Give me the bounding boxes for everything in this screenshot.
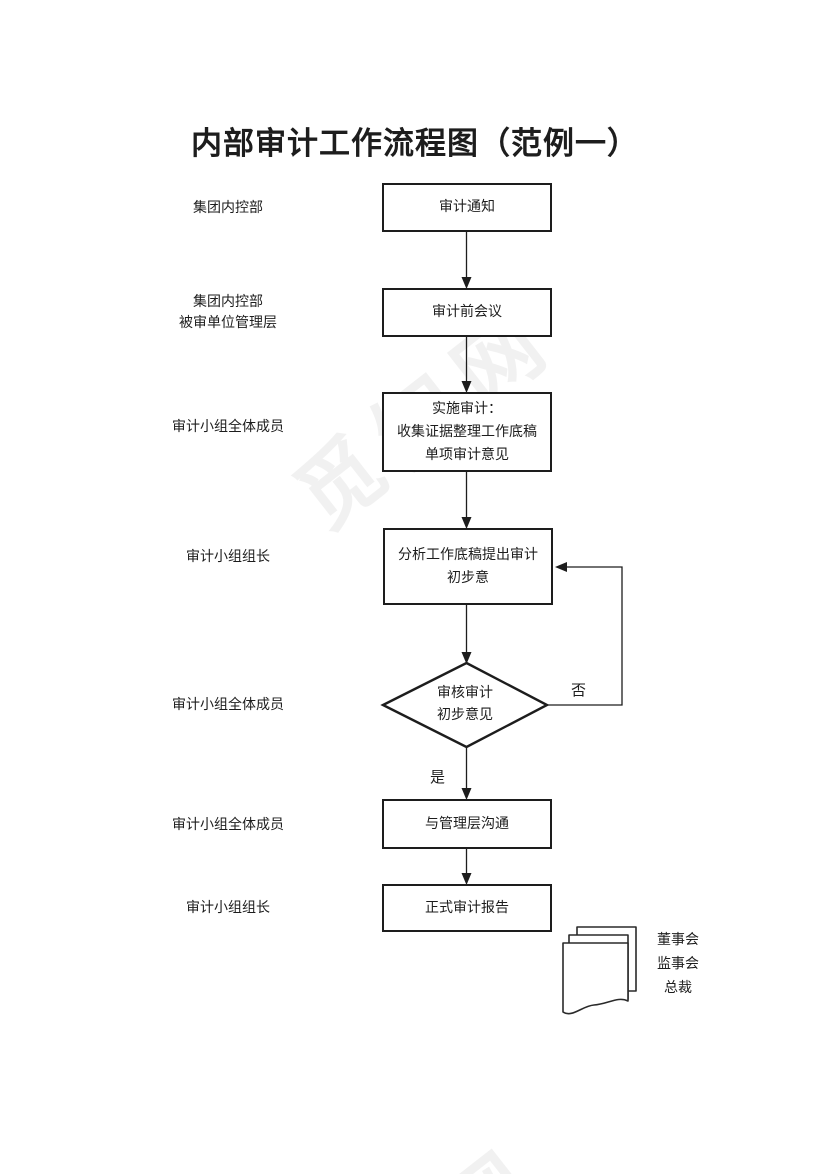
actor-label-dept-and-auditee-mgmt: 集团内控部 被审单位管理层 — [128, 292, 328, 334]
step-text: 与管理层沟通 — [425, 816, 509, 832]
step-text: 正式审计报告 — [425, 900, 509, 916]
recipient-president: 总裁 — [664, 981, 692, 996]
arrowhead — [461, 277, 472, 289]
actor-line: 集团内控部 — [193, 201, 263, 216]
step-text: 初步意见 — [437, 708, 493, 723]
actor-line: 审计小组组长 — [186, 550, 270, 565]
decision-review-preliminary-opinion: 审核审计 初步意见 — [383, 663, 547, 747]
step-box-pre-audit-meeting: 审计前会议 — [382, 288, 552, 337]
step-text: 实施审计： — [432, 401, 502, 417]
actor-label-audit-team-all-2: 审计小组全体成员 — [128, 695, 328, 716]
arrowhead — [461, 517, 472, 529]
step-box-formal-audit-report: 正式审计报告 — [382, 884, 552, 932]
step-text: 分析工作底稿提出审计 — [398, 547, 538, 563]
actor-label-audit-team-leader: 审计小组组长 — [128, 547, 328, 568]
step-text: 审核审计 — [437, 686, 493, 701]
step-text: 审计通知 — [439, 200, 495, 215]
actor-label-internal-control-dept: 集团内控部 — [128, 198, 328, 219]
step-box-analyze-workpapers: 分析工作底稿提出审计 初步意 — [383, 528, 553, 605]
step-text: 初步意 — [447, 570, 489, 586]
document-page-front — [562, 942, 629, 1015]
branch-label-no: 否 — [571, 683, 587, 699]
step-box-communicate-management: 与管理层沟通 — [382, 799, 552, 849]
actor-label-audit-team-leader-2: 审计小组组长 — [128, 898, 328, 919]
page-title: 内部审计工作流程图（范例一） — [191, 126, 639, 161]
arrowhead — [461, 788, 472, 800]
recipient-supervisory-board: 监事会 — [657, 957, 699, 972]
document-stack-icon — [562, 926, 637, 1015]
actor-line: 被审单位管理层 — [179, 316, 277, 331]
step-text: 单项审计意见 — [425, 447, 509, 463]
actor-line: 审计小组全体成员 — [172, 420, 284, 435]
actor-line: 审计小组组长 — [186, 901, 270, 916]
actor-label-audit-team-all: 审计小组全体成员 — [128, 417, 328, 438]
arrowhead — [461, 652, 472, 664]
decision-diamond-shape — [380, 661, 550, 749]
branch-label-yes: 是 — [430, 770, 446, 786]
arrowhead — [461, 873, 472, 885]
actor-line: 集团内控部 — [193, 295, 263, 310]
actor-line: 审计小组全体成员 — [172, 698, 284, 713]
recipient-board: 董事会 — [657, 933, 699, 948]
arrowhead-feedback — [555, 562, 567, 572]
step-text: 收集证据整理工作底稿 — [397, 424, 537, 440]
step-box-implement-audit: 实施审计： 收集证据整理工作底稿 单项审计意见 — [382, 392, 552, 472]
step-box-audit-notice: 审计通知 — [382, 183, 552, 232]
actor-line: 审计小组全体成员 — [172, 818, 284, 833]
actor-label-audit-team-all-3: 审计小组全体成员 — [128, 815, 328, 836]
step-text: 审计前会议 — [432, 305, 502, 320]
arrowhead — [461, 381, 472, 393]
report-recipients: 董事会 监事会 总裁 — [639, 929, 717, 1001]
feedback-no-path — [547, 566, 623, 706]
